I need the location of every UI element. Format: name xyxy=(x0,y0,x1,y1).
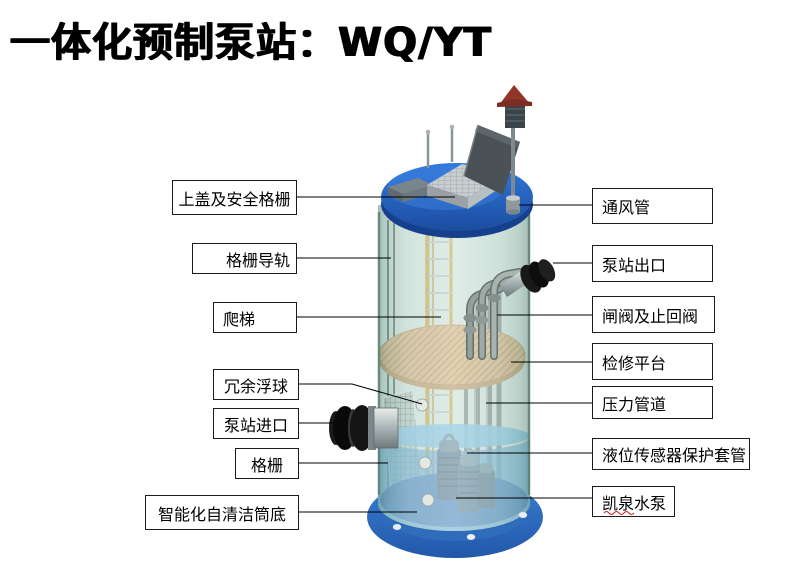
label-pump-station-outlet: 泵站出口 xyxy=(592,245,713,282)
label-grille-guide-rail: 格栅导轨 xyxy=(192,243,297,274)
outlet-assembly xyxy=(463,259,556,360)
leader-lines xyxy=(297,196,592,513)
label-kaiquan-water-pump: 凯泉水泵 xyxy=(592,486,675,517)
label-pressure-pipe: 压力管道 xyxy=(592,386,713,419)
label-gate-and-check-valve: 闸阀及止回阀 xyxy=(592,296,715,333)
control-box-pole xyxy=(497,85,532,200)
antenna-poles xyxy=(425,124,455,168)
label-grille: 格栅 xyxy=(235,448,299,479)
label-maintenance-platform: 检修平台 xyxy=(592,343,713,380)
page-title: 一体化预制泵站：WQ/YT xyxy=(10,20,492,66)
label-redundant-float-ball: 冗余浮球 xyxy=(213,369,299,400)
label-pump-station-inlet: 泵站进口 xyxy=(213,408,299,439)
solar-panel xyxy=(463,124,520,195)
misspell-underline xyxy=(603,511,635,515)
label-ladder: 爬梯 xyxy=(213,302,297,333)
tank-wall xyxy=(377,205,531,531)
float-balls xyxy=(415,398,435,507)
label-smart-self-cleaning-bottom: 智能化自清洁筒底 xyxy=(145,495,299,530)
label-top-cover-safety-grille: 上盖及安全格栅 xyxy=(172,180,297,215)
vent-pipe xyxy=(506,195,520,215)
hatch-cover xyxy=(388,178,433,202)
label-level-sensor-protection-sleeve: 液位传感器保护套管 xyxy=(592,438,750,470)
inlet-assembly xyxy=(329,405,399,451)
label-vent-pipe: 通风管 xyxy=(592,188,713,224)
flange-bolt-holes xyxy=(392,512,528,540)
